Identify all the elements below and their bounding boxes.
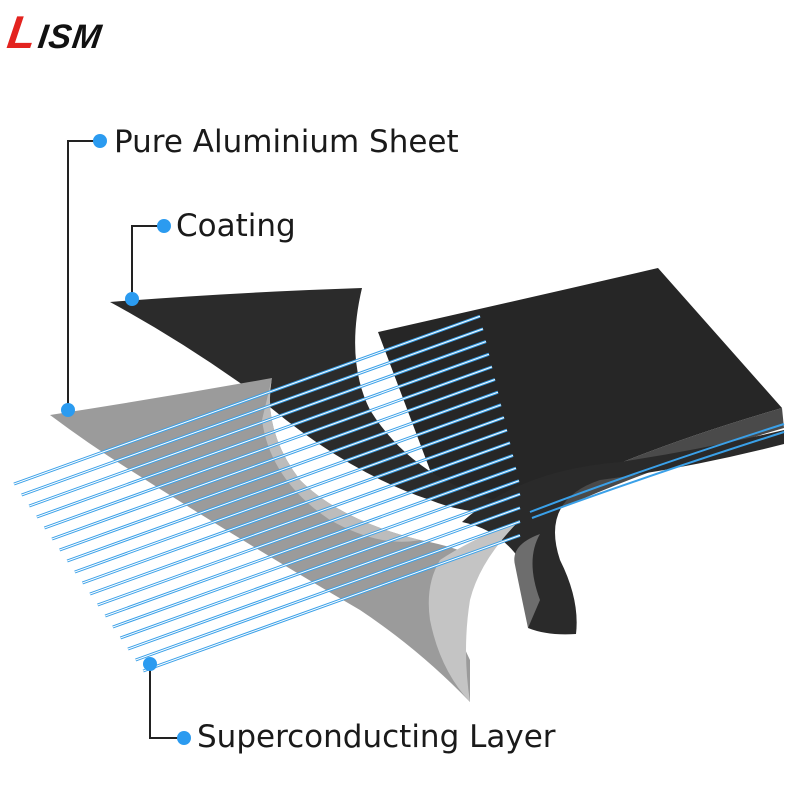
aluminium-layer <box>50 378 520 702</box>
aluminium-leader <box>67 140 100 410</box>
superconducting-line-highlight <box>67 404 502 562</box>
superconducting-label-dot <box>177 731 191 745</box>
superconducting-line-highlight <box>112 480 520 628</box>
superconducting-line-highlight <box>89 442 511 595</box>
superconducting-line-highlight <box>21 328 484 496</box>
superconducting-line-highlight <box>74 417 505 573</box>
superconducting-label: Superconducting Layer <box>197 719 556 755</box>
coating-slab <box>378 268 782 510</box>
superconducting-line-highlight <box>13 315 481 485</box>
superconducting-line-highlight <box>29 341 487 507</box>
aluminium-sheet <box>50 378 470 702</box>
coating-leader <box>131 225 164 298</box>
slab-edge-lines <box>529 423 785 519</box>
superconducting-line-highlight <box>127 507 521 650</box>
superconducting-line-highlight <box>105 467 517 617</box>
superconducting-line-highlight <box>44 366 493 529</box>
superconducting-point-dot <box>143 657 157 671</box>
coating-label-dot <box>157 219 171 233</box>
superconducting-leader <box>149 665 184 739</box>
aluminium-label: Pure Aluminium Sheet <box>114 124 459 160</box>
superconducting-line-highlight <box>59 391 499 551</box>
coating-lower-curl <box>462 430 784 635</box>
superconducting-line-highlight <box>120 493 521 639</box>
aluminium-curl <box>428 520 520 702</box>
leader-lines <box>67 140 184 739</box>
superconducting-layer <box>13 314 521 673</box>
coating-lower-highlight <box>514 534 540 628</box>
markers <box>61 134 191 745</box>
superconducting-line-highlight <box>97 454 514 606</box>
superconducting-line-highlight <box>82 429 508 584</box>
aluminium-point-dot <box>61 403 75 417</box>
aluminium-label-dot <box>93 134 107 148</box>
superconducting-line-highlight <box>135 521 521 661</box>
coating-label: Coating <box>176 208 296 244</box>
coating-point-dot <box>125 292 139 306</box>
superconducting-line-highlight <box>143 534 521 672</box>
superconducting-line-highlight <box>36 353 490 518</box>
superconducting-line-highlight <box>51 379 496 540</box>
